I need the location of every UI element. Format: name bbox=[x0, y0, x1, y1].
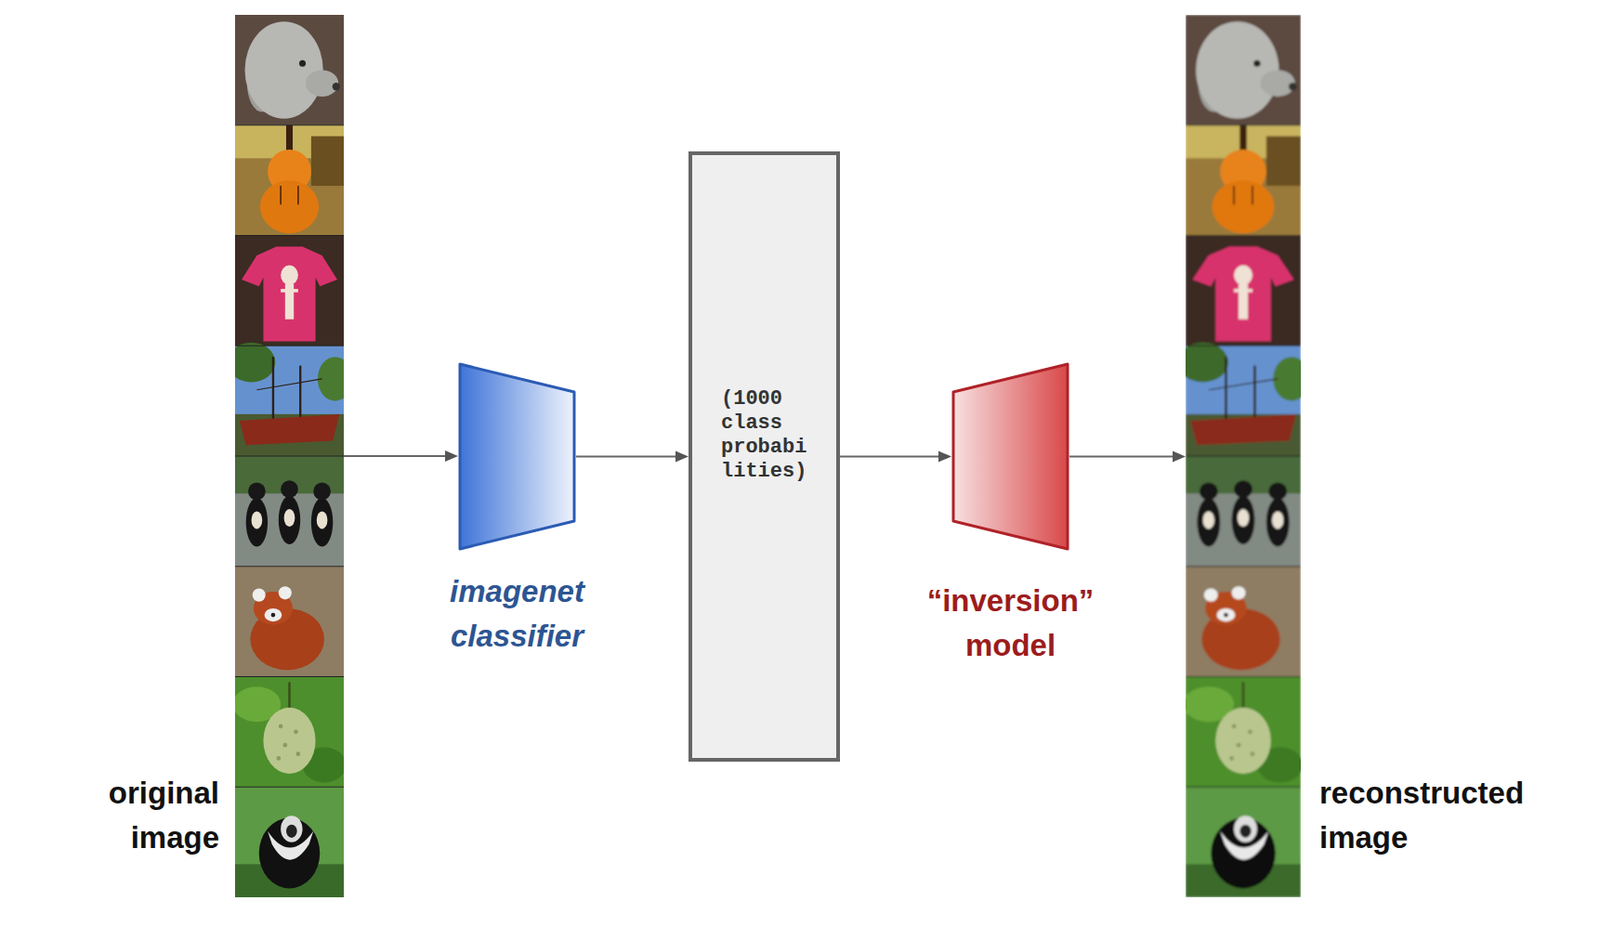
node-label: imagenet classifier bbox=[396, 569, 639, 659]
arrow-head bbox=[675, 451, 689, 463]
arrow-line bbox=[839, 456, 941, 459]
inversion-trapezoid: “inversion” model bbox=[951, 362, 1070, 551]
node-label: reconstructed image bbox=[1319, 771, 1571, 861]
trapezoid-shape bbox=[951, 362, 1070, 551]
flow-arrow bbox=[1069, 451, 1186, 463]
flow-arrow bbox=[343, 450, 459, 462]
node-label: original image bbox=[33, 771, 220, 861]
node-label: “inversion” model bbox=[890, 578, 1132, 669]
arrow-head bbox=[445, 450, 459, 462]
reconstructed-tiles bbox=[1185, 14, 1301, 898]
classifier-trapezoid: imagenet classifier bbox=[458, 362, 577, 551]
node-label: (1000 class probabi lities) bbox=[721, 387, 820, 485]
original-image-strip bbox=[235, 14, 344, 898]
arrow-line bbox=[343, 455, 447, 458]
probability-box: (1000 class probabi lities) bbox=[688, 151, 840, 762]
flow-arrow bbox=[839, 451, 952, 463]
trapezoid-outline bbox=[953, 364, 1068, 550]
image-column: reconstructed image bbox=[1185, 14, 1301, 898]
trapezoid-shape bbox=[458, 362, 577, 551]
original-tiles bbox=[235, 14, 344, 898]
arrow-line bbox=[576, 456, 678, 459]
arrow-head bbox=[1172, 451, 1186, 463]
trapezoid-outline bbox=[459, 364, 575, 550]
arrow-head bbox=[938, 451, 952, 463]
arrow-line bbox=[1069, 456, 1175, 459]
reconstructed-image-strip bbox=[1185, 14, 1301, 898]
flow-arrow bbox=[576, 451, 689, 463]
image-column: original image bbox=[235, 14, 344, 898]
